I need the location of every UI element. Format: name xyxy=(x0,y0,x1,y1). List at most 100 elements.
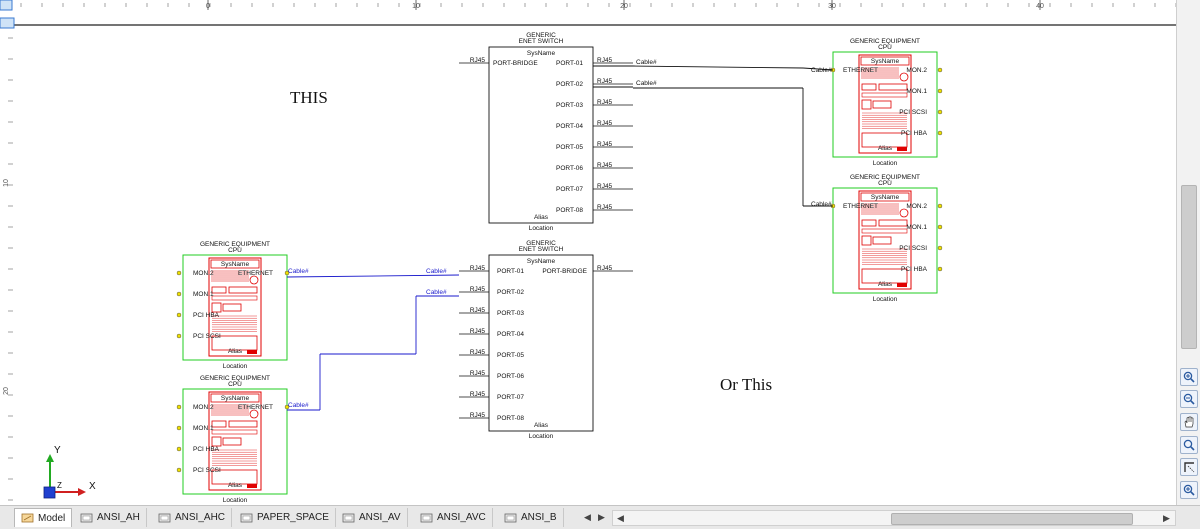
cable-label: Cable# xyxy=(811,201,832,208)
ucs-x-label: X xyxy=(89,481,96,492)
tower-drive-bay xyxy=(878,83,908,91)
cpu-port-label: PCI SCSI xyxy=(193,333,221,340)
top-ruler-label: 30 xyxy=(828,3,836,10)
rj45-label: RJ45 xyxy=(597,183,613,190)
computer-tower-icon xyxy=(208,257,262,357)
vertical-scroll-thumb[interactable] xyxy=(1181,185,1197,349)
connection-pin xyxy=(176,467,182,473)
ethernet-pin xyxy=(284,270,290,276)
zoom-realtime-button[interactable] xyxy=(1180,368,1198,386)
connection-pin xyxy=(176,270,182,276)
cpu-title: GENERIC EQUIPMENT xyxy=(850,38,920,45)
tab-ansi-ah[interactable]: ANSI_AH xyxy=(74,508,147,527)
tab-model[interactable]: Model xyxy=(14,508,73,527)
top-ruler-label: 0 xyxy=(206,3,210,10)
zoom-extents-icon xyxy=(1184,462,1195,473)
zoom-in-button[interactable] xyxy=(1180,481,1198,499)
tower-drive-bay xyxy=(861,83,877,91)
tab-label: ANSI_AVC xyxy=(437,512,486,523)
switch-alias: Alias xyxy=(534,214,549,221)
rj45-label: RJ45 xyxy=(470,57,486,64)
connection-pin xyxy=(176,312,182,318)
cpu-ethernet-label: ETHERNET xyxy=(843,67,878,74)
tab-ansi-b[interactable]: ANSI_B xyxy=(498,508,564,527)
cpu-port-label: MON.1 xyxy=(193,425,214,432)
cpu-alias: Alias xyxy=(228,482,243,489)
horizontal-scrollbar[interactable]: ◀ ▶ xyxy=(612,510,1176,526)
rj45-label: RJ45 xyxy=(597,120,613,127)
tab-ansi-av[interactable]: ANSI_AV xyxy=(336,508,408,527)
tower-power-button xyxy=(249,275,259,285)
cpu-port-label: PCI SCSI xyxy=(193,467,221,474)
rj45-label: RJ45 xyxy=(597,265,613,272)
ucs-axis-icon: Y X Z xyxy=(43,445,96,499)
switch-port-label: PORT-02 xyxy=(556,81,583,88)
zoom-window-button[interactable] xyxy=(1180,436,1198,454)
switch-port-bridge: PORT-BRIDGE xyxy=(542,268,587,275)
pan-button[interactable] xyxy=(1180,413,1198,431)
switch-port-label: PORT-07 xyxy=(497,394,524,401)
zoom-extents-button[interactable] xyxy=(1180,458,1198,476)
cable-wire xyxy=(632,65,804,69)
connection-pin xyxy=(176,425,182,431)
ucs-x-arrow xyxy=(78,488,86,496)
connection-pin xyxy=(937,245,943,251)
tab-paper-space[interactable]: PAPER_SPACE xyxy=(234,508,336,527)
cable-label: Cable# xyxy=(288,268,309,275)
cable-label: Cable# xyxy=(636,80,657,87)
tower-drive-bay xyxy=(861,219,877,227)
zoom-out-button[interactable] xyxy=(1180,390,1198,408)
cpu-equipment-1: GENERIC EQUIPMENTCPUSysNameAliasLocation… xyxy=(830,38,943,167)
cpu-location: Location xyxy=(223,363,248,370)
connection-pin xyxy=(176,333,182,339)
tab-scroll-left-button[interactable]: ◀ xyxy=(584,512,591,522)
switch-port-label: PORT-01 xyxy=(497,268,524,275)
tab-scroll-right-button[interactable]: ▶ xyxy=(598,512,605,522)
switch-sysname: SysName xyxy=(527,258,556,265)
rj45-label: RJ45 xyxy=(470,391,486,398)
tower-base-panel xyxy=(211,469,258,485)
tab-ansi-ahc[interactable]: ANSI_AHC xyxy=(152,508,233,527)
ethernet-pin xyxy=(284,404,290,410)
layout-icon xyxy=(342,513,355,523)
cpu-alias: Alias xyxy=(878,145,893,152)
computer-tower-icon xyxy=(858,190,912,290)
tower-floppy xyxy=(861,99,872,110)
vertical-scrollbar[interactable] xyxy=(1176,0,1200,505)
horizontal-scroll-thumb[interactable] xyxy=(891,513,1133,525)
ucs-y-label: Y xyxy=(54,445,61,456)
tower-led xyxy=(247,350,257,354)
cable-label: Cable# xyxy=(636,59,657,66)
scroll-left-arrow-icon[interactable]: ◀ xyxy=(617,513,624,523)
rj45-label: RJ45 xyxy=(470,286,486,293)
cpu-alias: Alias xyxy=(878,281,893,288)
cpu-port-label: PCI SCSI xyxy=(899,109,927,116)
cpu-port-label: PCI HBA xyxy=(193,312,220,319)
cpu-location: Location xyxy=(873,160,898,167)
scroll-right-arrow-icon[interactable]: ▶ xyxy=(1163,513,1170,523)
switch-port-label: PORT-04 xyxy=(556,123,583,130)
cpu-port-label: MON.1 xyxy=(906,88,927,95)
tab-ansi-avc[interactable]: ANSI_AVC xyxy=(414,508,493,527)
cpu-location: Location xyxy=(873,296,898,303)
tab-label: ANSI_AHC xyxy=(175,512,226,523)
model-space-icon xyxy=(21,513,34,523)
switch-alias: Alias xyxy=(534,422,549,429)
zoom-out-icon xyxy=(1183,393,1195,405)
connection-pin xyxy=(937,266,943,272)
switch-port-bridge: PORT-BRIDGE xyxy=(493,60,538,67)
layout-icon xyxy=(420,513,433,523)
connection-pin xyxy=(937,109,943,115)
cpu-port-label: MON.2 xyxy=(193,404,214,411)
switch-title: GENERIC xyxy=(526,32,556,39)
tower-slot xyxy=(211,429,258,435)
ucs-z-label: Z xyxy=(57,481,62,490)
rj45-label: RJ45 xyxy=(597,204,613,211)
cable-label: Cable# xyxy=(288,402,309,409)
tower-top-panel xyxy=(210,259,260,269)
tower-base-panel xyxy=(211,335,258,351)
tower-floppy xyxy=(211,302,222,313)
tower-drive-bay xyxy=(228,420,258,428)
